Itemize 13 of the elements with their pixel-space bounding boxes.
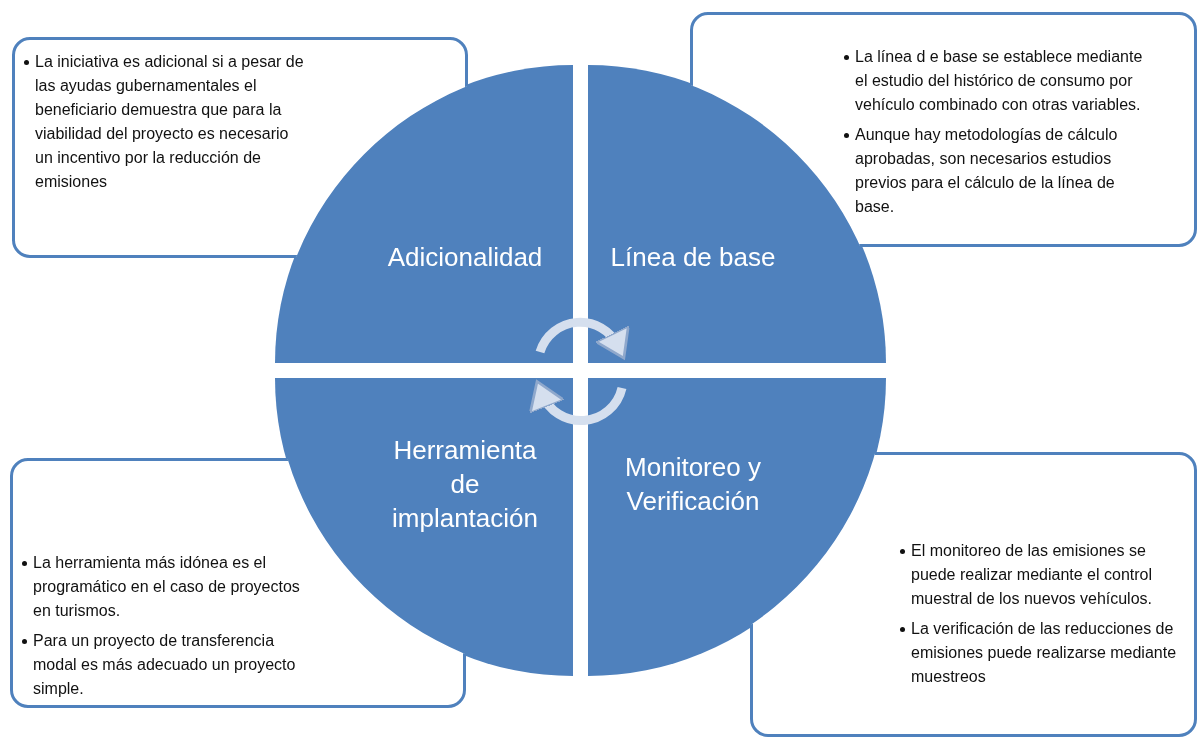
bullet-text: El monitoreo de las emisiones se puede realizar mediante el control muestral de los nuevos vehículos.	[911, 542, 1153, 607]
segment-title: Herramienta de implantación	[391, 434, 539, 535]
bullet-text: La herramienta más idónea es el programático en el caso de proyectos en turismos.	[33, 554, 300, 619]
segment-title: Monitoreo y Verificación	[624, 451, 762, 518]
bullet-text: Aunque hay metodologías de cálculo aprobadas, son necesarios estudios previos para el cálculo de la línea de base.	[855, 126, 1118, 215]
bullet-text: La iniciativa es adicional si a pesar de las ayudas gubernamentales el beneficiario demuestra que para la viabilidad del proyecto es necesario un incentivo por la reducción de emisiones	[35, 53, 304, 190]
segment-title: Línea de base	[609, 241, 777, 274]
circular-arrow	[535, 317, 629, 360]
bullet-text: Para un proyecto de transferencia modal es más adecuado un proyecto simple.	[33, 632, 296, 697]
bullet-text: La verificación de las reducciones de emisiones puede realizarse mediante muestreos	[911, 620, 1177, 685]
circular-arrow	[530, 380, 627, 425]
bullet-text: La línea d e base se establece mediante el estudio del histórico de consumo por vehículo combinado con otras variables.	[855, 48, 1143, 113]
segment-title: Adicionalidad	[386, 241, 544, 274]
